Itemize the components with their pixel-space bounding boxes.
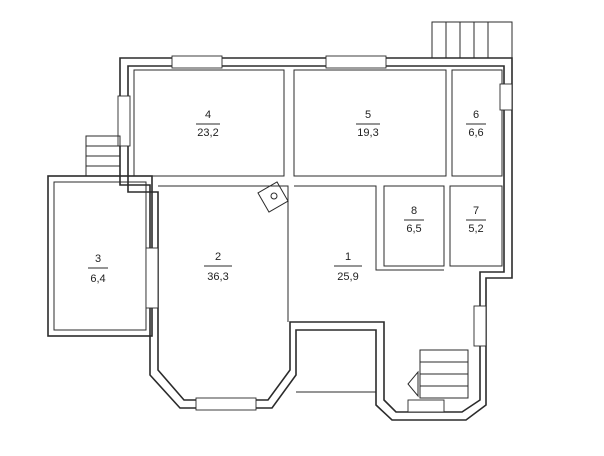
room-6: 6 6,6 — [466, 109, 486, 139]
stairs — [85, 21, 513, 399]
interior-walls — [133, 69, 503, 393]
room-2: 2 36,3 — [204, 251, 232, 283]
room-area: 36,3 — [207, 271, 228, 283]
room-number: 8 — [411, 205, 417, 217]
room-4: 4 23,2 — [196, 109, 220, 139]
room-area: 25,9 — [337, 271, 358, 283]
room-area: 19,3 — [357, 127, 378, 139]
outer-walls — [119, 57, 513, 421]
room-5: 5 19,3 — [356, 109, 380, 139]
room-number: 6 — [473, 109, 479, 121]
room-area: 23,2 — [197, 127, 218, 139]
room-number: 4 — [205, 109, 211, 121]
room-number: 1 — [345, 251, 351, 263]
stove-icon — [257, 181, 289, 213]
windows — [117, 55, 513, 413]
room-labels: 4 23,2 5 19,3 6 6,6 8 6,5 7 5,2 2 36,3 — [88, 109, 486, 285]
room-number: 5 — [365, 109, 371, 121]
room-area: 6,4 — [90, 273, 105, 285]
room-area: 6,6 — [468, 127, 483, 139]
room-3: 3 6,4 — [88, 253, 108, 285]
room-number: 3 — [95, 253, 101, 265]
room-1: 1 25,9 — [334, 251, 362, 283]
room-7: 7 5,2 — [466, 205, 486, 235]
room-area: 5,2 — [468, 223, 483, 235]
room-area: 6,5 — [406, 223, 421, 235]
room-number: 2 — [215, 251, 221, 263]
room-number: 7 — [473, 205, 479, 217]
room-8: 8 6,5 — [404, 205, 424, 235]
